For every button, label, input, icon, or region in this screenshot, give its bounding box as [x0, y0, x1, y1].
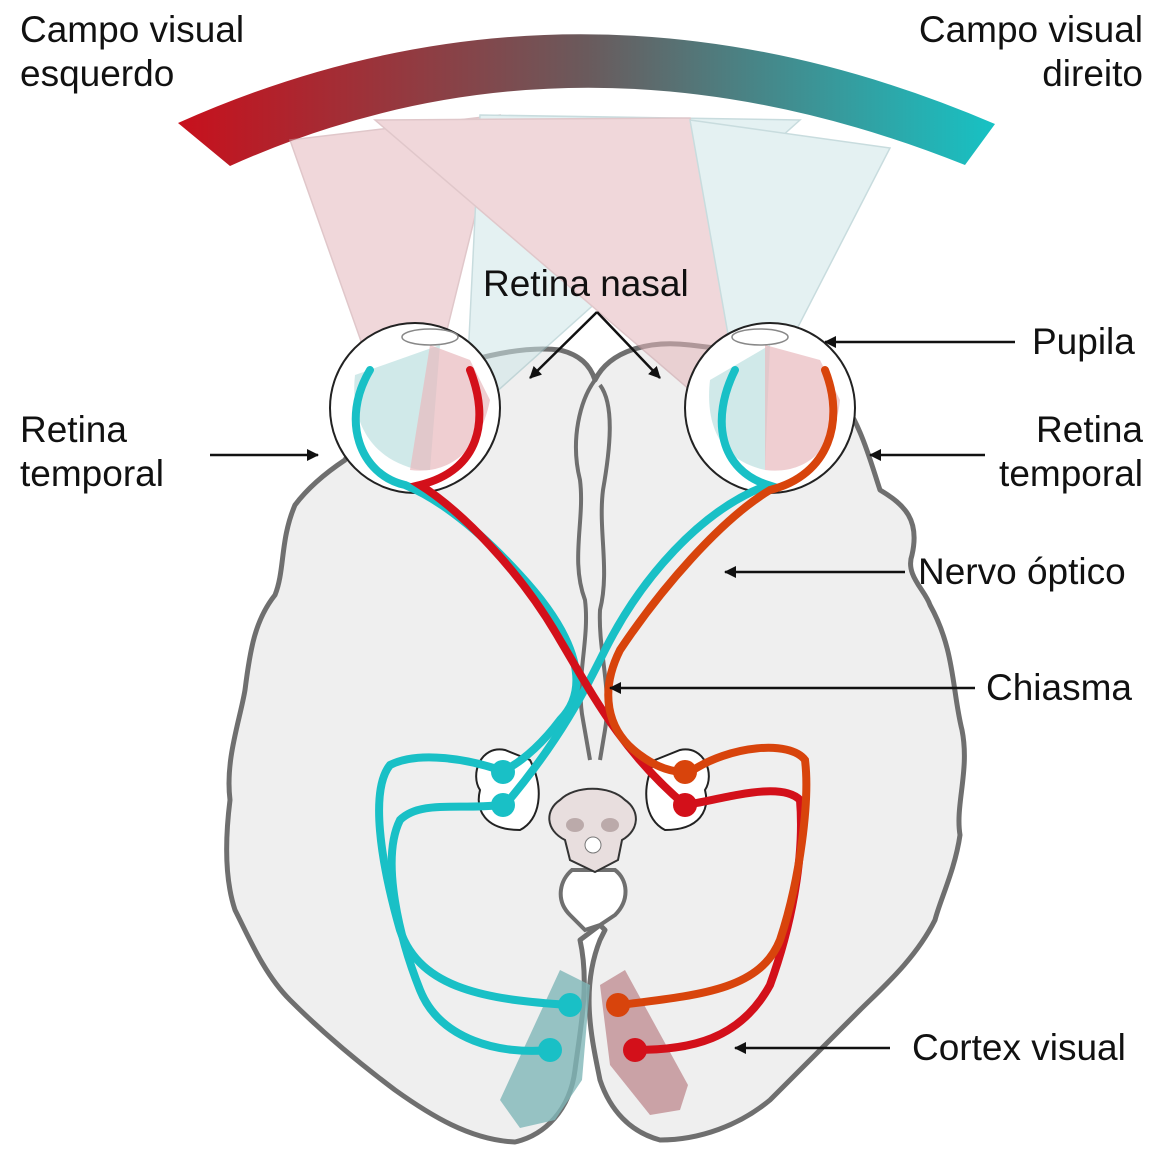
right-visual-field-label: Campo visual direito [919, 8, 1143, 96]
nasal-retina-label: Retina nasal [483, 262, 689, 306]
left-temporal-retina-label: Retina temporal [20, 408, 164, 496]
brain-outline [227, 344, 965, 1142]
chiasm-label: Chiasma [986, 666, 1132, 710]
pupil-label: Pupila [1032, 320, 1135, 364]
right-temporal-retina-label: Retina temporal [999, 408, 1143, 496]
right-field-line2: direito [919, 52, 1143, 96]
right-temporal-line2: temporal [999, 452, 1143, 496]
left-visual-field-label: Campo visual esquerdo [20, 8, 244, 96]
optic-nerve-label: Nervo óptico [918, 550, 1126, 594]
left-field-line1: Campo visual [20, 8, 244, 52]
visual-cortex-label: Cortex visual [912, 1026, 1126, 1070]
left-temporal-line2: temporal [20, 452, 164, 496]
left-temporal-line1: Retina [20, 408, 164, 452]
right-field-line1: Campo visual [919, 8, 1143, 52]
left-field-line2: esquerdo [20, 52, 244, 96]
right-temporal-line1: Retina [999, 408, 1143, 452]
